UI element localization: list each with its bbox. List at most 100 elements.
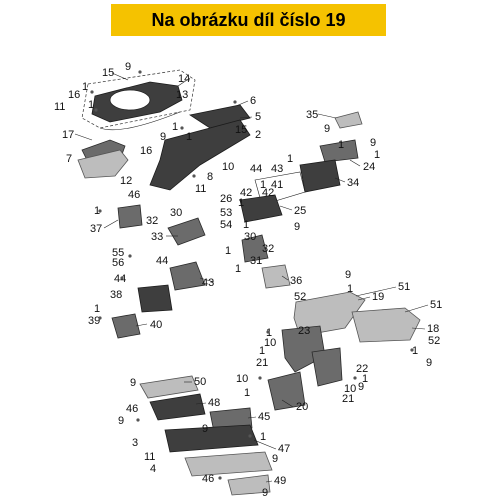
callout-11: 11 [54, 101, 65, 113]
callout-1: 1 [94, 205, 100, 217]
callout-48: 48 [208, 397, 220, 409]
part-48-shape [149, 393, 206, 421]
callout-1: 1 [88, 99, 94, 111]
callout-11: 11 [195, 183, 206, 195]
callout-51: 51 [398, 281, 410, 293]
callout-38: 38 [110, 289, 122, 301]
callout-26: 26 [220, 193, 232, 205]
callout-17: 17 [62, 129, 74, 141]
callout-14: 14 [178, 73, 190, 85]
callout-42: 42 [262, 187, 274, 199]
callout-8: 8 [207, 171, 213, 183]
callout-3: 3 [132, 437, 138, 449]
callout-9: 9 [118, 415, 124, 427]
part-31-shape [241, 234, 269, 263]
callout-46: 46 [202, 473, 214, 485]
callout-33: 33 [151, 231, 163, 243]
callout-9: 9 [272, 453, 278, 465]
callout-1: 1 [259, 345, 265, 357]
callout-46: 46 [126, 403, 138, 415]
callout-15: 15 [235, 124, 247, 136]
leader-lines [74, 72, 429, 483]
callout-52: 52 [428, 335, 440, 347]
callout-13: 13 [176, 89, 188, 101]
callout-19: 19 [372, 291, 384, 303]
callout-9: 9 [324, 123, 330, 135]
callout-30: 30 [244, 231, 256, 243]
callout-10: 10 [344, 383, 356, 395]
callout-54: 54 [220, 219, 232, 231]
callout-9: 9 [160, 131, 166, 143]
callout-40: 40 [150, 319, 162, 331]
callout-55: 55 [112, 247, 124, 259]
callout-20: 20 [296, 401, 308, 413]
callout-9: 9 [370, 137, 376, 149]
callout-42: 42 [240, 187, 252, 199]
callout-9: 9 [130, 377, 136, 389]
callout-1: 1 [235, 263, 241, 275]
callout-52: 52 [294, 291, 306, 303]
callout-25: 25 [294, 205, 306, 217]
part-36-shape [261, 264, 291, 289]
callout-21: 21 [342, 393, 354, 405]
callout-45: 45 [258, 411, 270, 423]
part-50-shape [139, 375, 199, 399]
callout-9: 9 [262, 487, 268, 499]
title-banner: Na obrázku díl číslo 19 [111, 4, 386, 36]
callout-1: 1 [374, 149, 380, 161]
callout-11: 11 [144, 451, 155, 463]
callout-51: 51 [430, 299, 442, 311]
callout-10: 10 [222, 161, 234, 173]
callout-1: 1 [287, 153, 293, 165]
callout-1: 1 [225, 245, 231, 257]
part-33-shape [167, 217, 206, 246]
callout-56: 56 [112, 257, 124, 269]
callout-16: 16 [140, 145, 152, 157]
callout-1: 1 [260, 431, 266, 443]
part-47-shape [164, 424, 259, 453]
callout-39: 39 [88, 315, 100, 327]
callout-23: 23 [298, 325, 310, 337]
callout-35: 35 [306, 109, 318, 121]
callout-6: 6 [250, 95, 256, 107]
callout-22: 22 [356, 363, 368, 375]
callout-12: 12 [120, 175, 132, 187]
part-25-shape [239, 194, 283, 223]
callout-37: 37 [90, 223, 102, 235]
callout-18: 18 [427, 323, 439, 335]
callout-1: 1 [338, 139, 344, 151]
callout-1: 1 [186, 131, 192, 143]
callout-2: 2 [255, 129, 261, 141]
callout-5: 5 [255, 111, 261, 123]
callout-9: 9 [345, 269, 351, 281]
callout-1: 1 [238, 197, 244, 209]
part-18-shape [351, 307, 421, 343]
callout-16: 16 [68, 89, 80, 101]
callout-9: 9 [426, 357, 432, 369]
part-24-shape [319, 139, 359, 163]
callout-44: 44 [114, 273, 126, 285]
callout-9: 9 [125, 61, 131, 73]
callout-15: 15 [102, 67, 114, 79]
callout-1: 1 [412, 345, 418, 357]
part-seat-frame-shape [81, 69, 196, 131]
part-38-shape [137, 284, 173, 313]
callout-1: 1 [243, 219, 249, 231]
part-20-shape [267, 371, 306, 411]
part-22-shape [311, 347, 343, 387]
part-35-shape [334, 111, 363, 129]
callout-1: 1 [362, 373, 368, 385]
callout-7: 7 [66, 153, 72, 165]
part-40-shape [111, 313, 141, 339]
callout-1: 1 [347, 283, 353, 295]
part-7-shape [77, 149, 129, 179]
callout-32: 32 [146, 215, 158, 227]
callout-30: 30 [170, 207, 182, 219]
part-37-shape [117, 204, 143, 229]
screw-markers [90, 70, 414, 480]
callout-1: 1 [260, 179, 266, 191]
callout-44: 44 [250, 163, 262, 175]
callout-43: 43 [271, 163, 283, 175]
